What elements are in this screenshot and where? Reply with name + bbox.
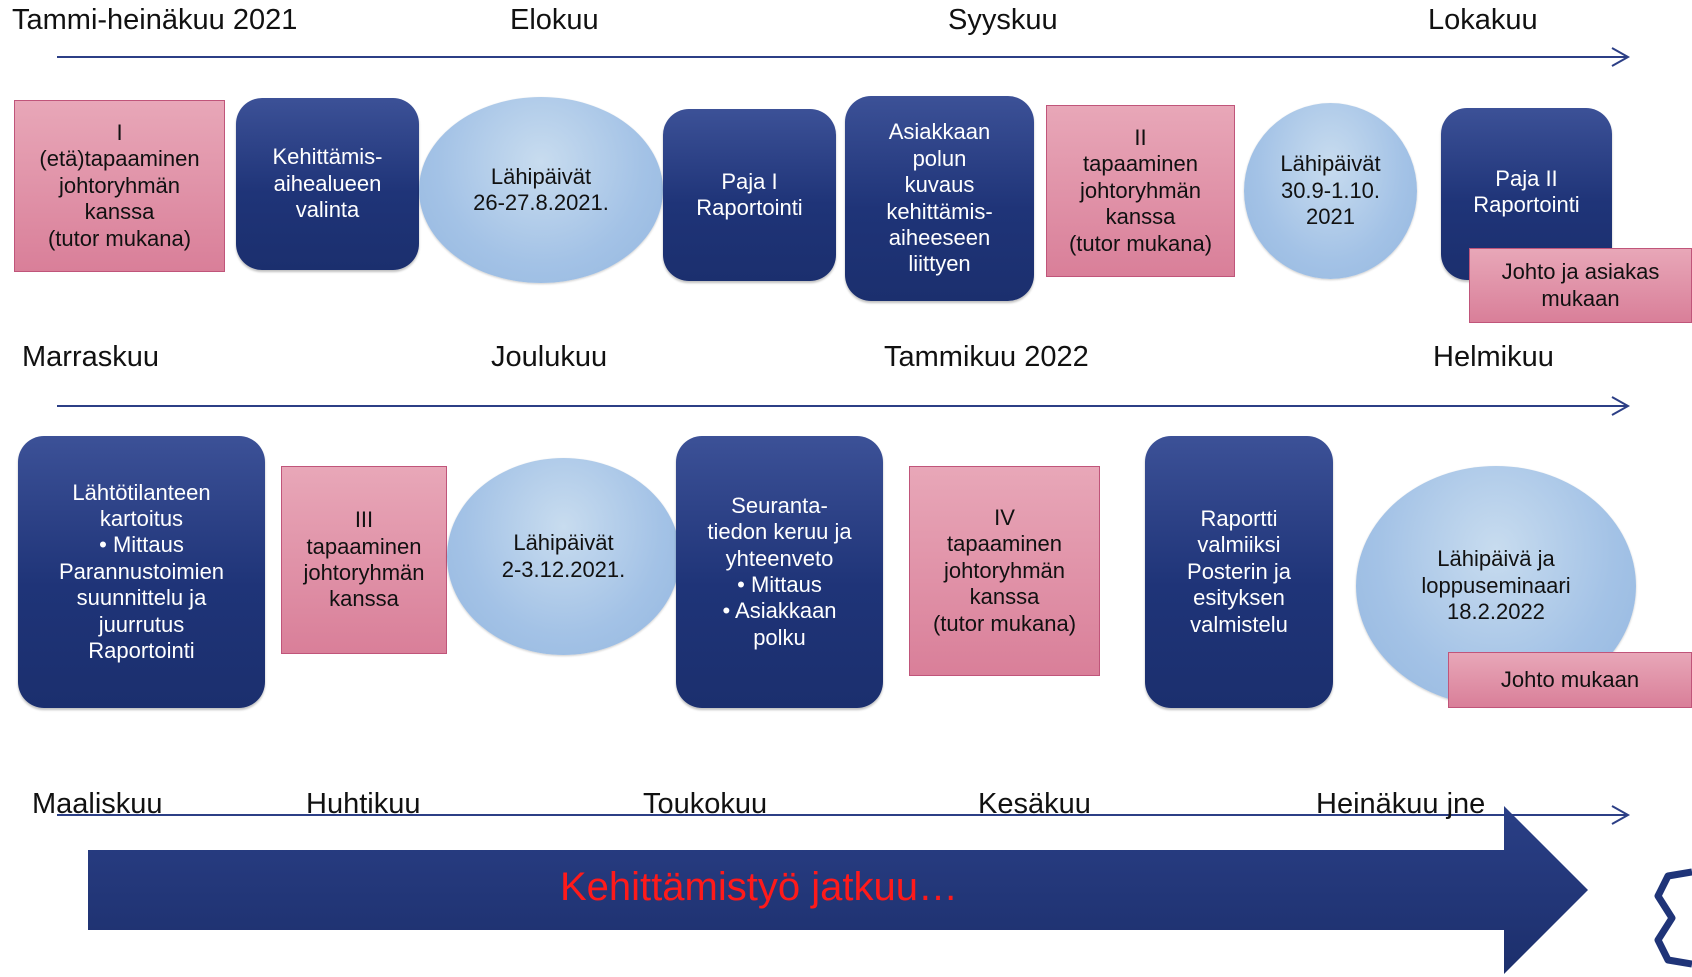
- month-label: Heinäkuu jne: [1316, 788, 1486, 820]
- month-label: Maaliskuu: [32, 788, 163, 820]
- month-label: Syyskuu: [948, 4, 1058, 36]
- month-label: Toukokuu: [643, 788, 768, 820]
- month-label: Joulukuu: [491, 341, 608, 373]
- step-workshop-1: Paja I Raportointi: [663, 109, 836, 281]
- month-label: Kesäkuu: [978, 788, 1091, 820]
- step-second-meeting: II tapaaminen johtoryhmän kanssa (tutor …: [1046, 105, 1235, 277]
- note-management: Johto mukaan: [1448, 652, 1692, 708]
- step-topic-selection: Kehittämis- aihealueen valinta: [236, 98, 419, 270]
- step-fourth-meeting: IV tapaaminen johtoryhmän kanssa (tutor …: [909, 466, 1100, 676]
- month-label: Tammikuu 2022: [884, 341, 1089, 373]
- timeline-arrowhead-2: [1611, 396, 1631, 416]
- month-label: Huhtikuu: [306, 788, 421, 820]
- step-report-poster: Raportti valmiiksi Posterin ja esityksen…: [1145, 436, 1333, 708]
- month-label: Lokakuu: [1428, 4, 1538, 36]
- month-label: Marraskuu: [22, 341, 159, 373]
- step-contact-days-dec: Lähipäivät 2-3.12.2021.: [447, 458, 680, 655]
- step-customer-path: Asiakkaan polun kuvaus kehittämis- aihee…: [845, 96, 1034, 301]
- step-baseline-survey: Lähtötilanteen kartoitus • Mittaus Paran…: [18, 436, 265, 708]
- step-contact-days-sep: Lähipäivät 30.9-1.10. 2021: [1244, 103, 1417, 279]
- step-follow-up-data: Seuranta- tiedon keruu ja yhteenveto • M…: [676, 436, 883, 708]
- step-contact-days-aug: Lähipäivät 26-27.8.2021.: [419, 97, 663, 283]
- month-label: Tammi-heinäkuu 2021: [12, 4, 298, 36]
- timeline-arrowhead-3: [1611, 805, 1631, 825]
- step-first-meeting: I (etä)tapaaminen johtoryhmän kanssa (tu…: [14, 100, 225, 272]
- timeline-arrowhead-1: [1611, 47, 1631, 67]
- continuation-text: Kehittämistyö jatkuu…: [560, 865, 958, 909]
- note-management-customer: Johto ja asiakas mukaan: [1469, 248, 1692, 323]
- month-label: Helmikuu: [1433, 341, 1554, 373]
- step-third-meeting: III tapaaminen johtoryhmän kanssa: [281, 466, 447, 654]
- month-label: Elokuu: [510, 4, 599, 36]
